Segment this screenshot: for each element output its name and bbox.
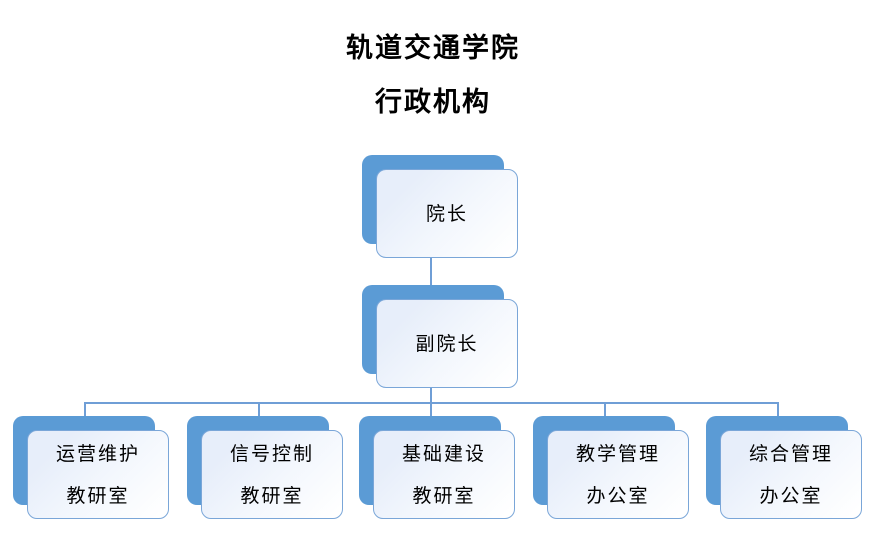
node-teaching-management-office[interactable]: 教学管理 办公室 [533,416,690,520]
node-child-face: 基础建设 教研室 [373,430,515,519]
node-label-line2: 教研室 [66,484,130,507]
node-vice-dean[interactable]: 副院长 [362,285,519,389]
node-child-face: 运营维护 教研室 [27,430,169,519]
connector-drop-child-2 [258,402,260,417]
connector-drop-child-3 [430,402,432,417]
node-signal-control-office[interactable]: 信号控制 教研室 [187,416,344,520]
node-vice-dean-label: 副院长 [415,332,479,355]
node-label-line1: 综合管理 [748,442,833,465]
node-label-line2: 办公室 [586,484,650,507]
node-dean[interactable]: 院长 [362,155,519,259]
node-label-line1: 信号控制 [229,442,314,465]
node-label-line2: 办公室 [759,484,823,507]
node-infrastructure-office[interactable]: 基础建设 教研室 [359,416,516,520]
connector-dean-to-vice [430,258,432,286]
chart-title-line1: 轨道交通学院 [346,33,520,64]
node-operations-maintenance-office[interactable]: 运营维护 教研室 [13,416,170,520]
node-dean-label: 院长 [425,202,468,225]
chart-title-line2: 行政机构 [375,87,491,118]
node-vice-dean-face: 副院长 [376,299,518,388]
node-child-face: 信号控制 教研室 [201,430,343,519]
node-dean-face: 院长 [376,169,518,258]
node-label-line2: 教研室 [412,484,476,507]
node-child-face: 教学管理 办公室 [547,430,689,519]
node-label-line1: 教学管理 [575,442,660,465]
connector-drop-child-4 [604,402,606,417]
node-label-line1: 运营维护 [55,442,140,465]
connector-vice-to-bus [430,388,432,404]
connector-drop-child-1 [84,402,86,417]
node-label-line1: 基础建设 [401,442,486,465]
node-general-management-office[interactable]: 综合管理 办公室 [706,416,863,520]
node-label-line2: 教研室 [240,484,304,507]
connector-drop-child-5 [777,402,779,417]
node-child-face: 综合管理 办公室 [720,430,862,519]
